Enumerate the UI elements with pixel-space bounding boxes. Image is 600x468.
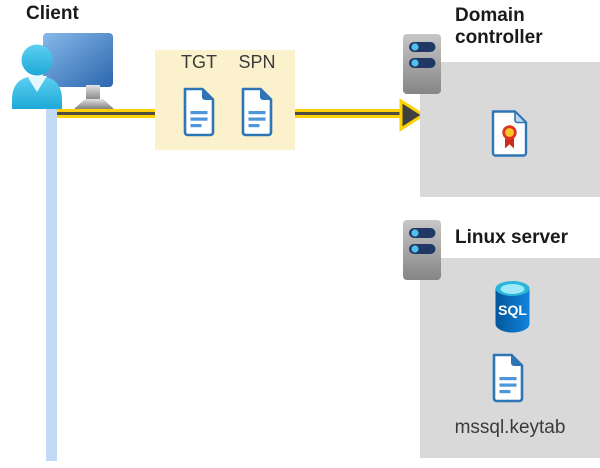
token-box: TGT SPN: [155, 50, 295, 150]
sql-database-icon: SQL: [495, 281, 530, 333]
monitor-base: [74, 99, 114, 109]
spn-label: SPN: [238, 52, 276, 72]
person-at-computer-icon: [12, 33, 114, 109]
tgt-document-icon: [183, 87, 215, 137]
certificate-seal-center: [505, 128, 514, 137]
spn-document-icon: [241, 87, 273, 137]
certificate-icon: [491, 110, 528, 157]
person-head: [21, 44, 53, 76]
keytab-document-icon: [492, 353, 524, 403]
tgt-label: TGT: [181, 52, 217, 72]
server-icon: [403, 34, 441, 94]
person-body: [12, 76, 62, 109]
linux-server-label: Linux server: [455, 227, 568, 248]
domain-controller-label: Domain controller: [455, 5, 543, 48]
keytab-file-label: mssql.keytab: [454, 417, 566, 438]
person-collar: [27, 76, 47, 92]
sql-badge-text: SQL: [498, 302, 527, 318]
server-icon: [403, 220, 441, 280]
client-label: Client: [26, 3, 79, 24]
monitor-shape: [43, 33, 113, 87]
client-connection-line: [46, 90, 57, 461]
arrow-head: [399, 98, 425, 132]
monitor-stand: [86, 85, 100, 101]
